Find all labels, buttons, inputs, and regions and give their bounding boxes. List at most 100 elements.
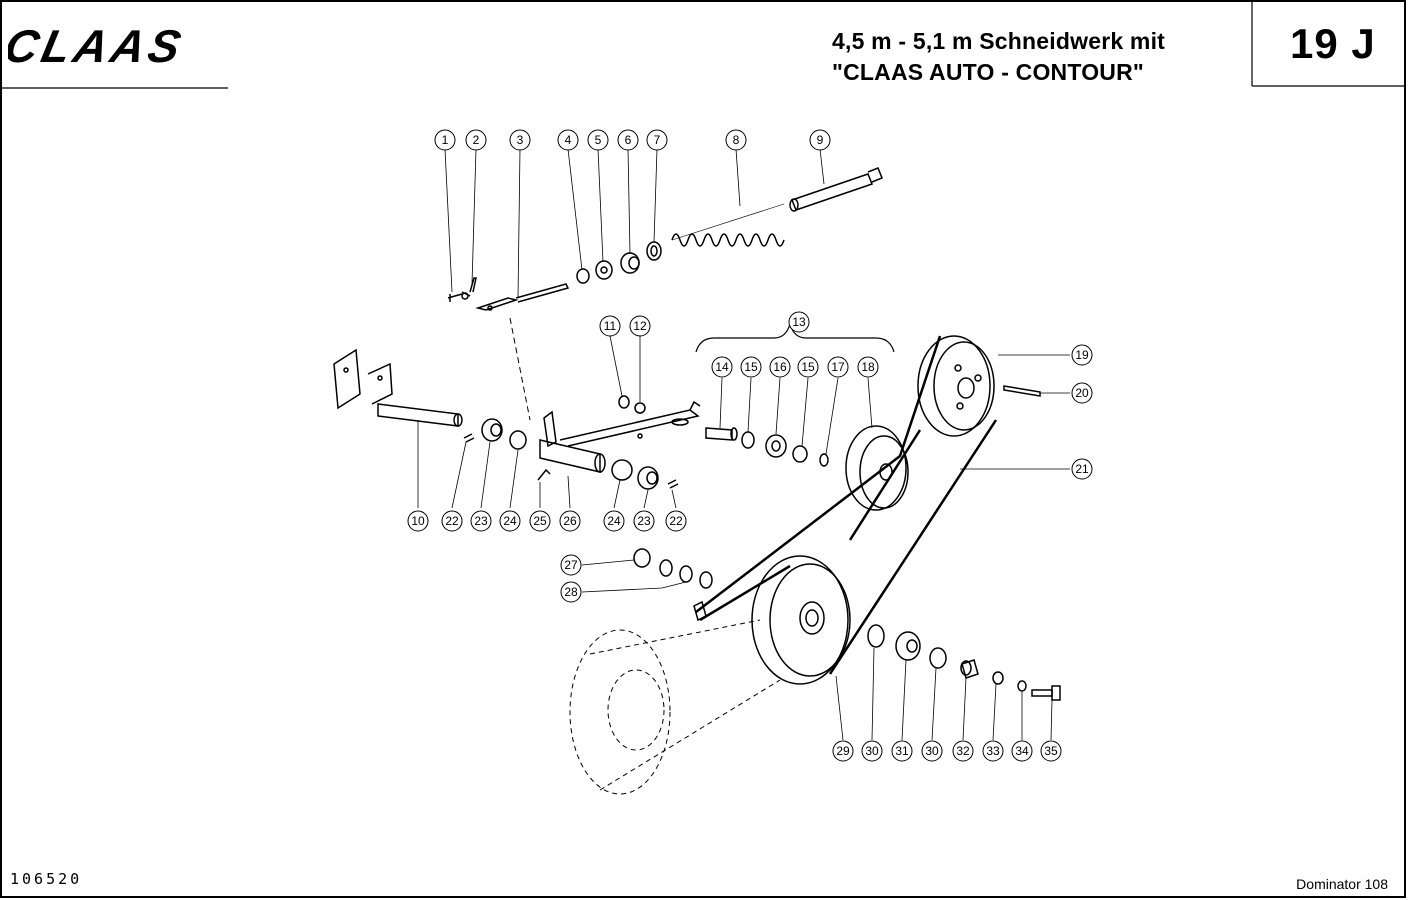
- claas-logo-icon: CLAAS: [0, 20, 189, 71]
- callout-30a: 30: [861, 740, 883, 762]
- svg-text:26: 26: [563, 514, 577, 528]
- shims-28: [659, 559, 713, 589]
- svg-text:1: 1: [442, 133, 449, 147]
- circlip-30a: [867, 624, 885, 648]
- callout-7: 7: [646, 129, 668, 151]
- v-belt-21: [695, 335, 998, 675]
- callout-22a: 22: [441, 510, 463, 532]
- sleeve-32: [960, 659, 979, 679]
- svg-text:17: 17: [831, 360, 845, 374]
- svg-text:30: 30: [865, 744, 879, 758]
- leader-lines: [417, 148, 1070, 741]
- grease-nipple-22a: [463, 433, 475, 443]
- svg-text:15: 15: [801, 360, 815, 374]
- callout-18: 18: [857, 356, 879, 378]
- belt-end: [693, 600, 707, 622]
- nut-11: [618, 395, 630, 409]
- tension-rod-3: [475, 283, 570, 311]
- callout-6: 6: [617, 129, 639, 151]
- callout-29: 29: [832, 740, 854, 762]
- ring-7: [646, 241, 662, 261]
- svg-text:24: 24: [607, 514, 621, 528]
- page-code: 19 J: [1290, 20, 1376, 67]
- svg-text:4: 4: [565, 133, 572, 147]
- callout-13: 13: [788, 311, 810, 333]
- shaft-10: [377, 403, 463, 427]
- claas-logo: CLAAS: [0, 20, 236, 73]
- svg-text:22: 22: [669, 514, 683, 528]
- callout-26: 26: [559, 510, 581, 532]
- svg-text:31: 31: [895, 744, 909, 758]
- svg-text:27: 27: [564, 558, 578, 572]
- callout-33: 33: [982, 740, 1004, 762]
- washer-5: [595, 260, 613, 280]
- tension-arm-26: [539, 400, 701, 473]
- svg-text:30: 30: [925, 744, 939, 758]
- callout-25: 25: [529, 510, 551, 532]
- pin-9: [789, 167, 883, 212]
- callout-16: 16: [769, 356, 791, 378]
- cotter-pin-2: [469, 277, 477, 293]
- spacer-17: [819, 453, 829, 467]
- callout-19: 19: [1071, 344, 1093, 366]
- bearing-23b: [637, 466, 659, 490]
- callout-24b: 24: [603, 510, 625, 532]
- callout-27: 27: [560, 554, 582, 576]
- nut-4: [576, 268, 590, 284]
- callout-21: 21: [1071, 458, 1093, 480]
- washer-12: [634, 402, 646, 414]
- bearing-23a: [481, 418, 503, 442]
- svg-text:12: 12: [633, 319, 647, 333]
- sheet-title: 4,5 m - 5,1 m Schneidwerk mit "CLAAS AUT…: [832, 26, 1165, 88]
- svg-text:28: 28: [564, 585, 578, 599]
- callout-2: 2: [465, 129, 487, 151]
- bearing-16: [765, 434, 787, 458]
- callout-10: 10: [407, 510, 429, 532]
- svg-text:32: 32: [956, 744, 970, 758]
- bushing-27: [633, 548, 651, 568]
- svg-text:11: 11: [604, 319, 617, 333]
- svg-text:9: 9: [817, 133, 824, 147]
- bushing-24a: [509, 430, 527, 450]
- callout-labels: 1 2 3 4 5 6 7 8 9 10 11 12 13 14 15 16 1…: [407, 129, 1093, 762]
- callout-34: 34: [1011, 740, 1033, 762]
- callout-22b: 22: [665, 510, 687, 532]
- model-name: Dominator 108: [1296, 876, 1388, 892]
- callout-3: 3: [509, 129, 531, 151]
- svg-text:13: 13: [792, 315, 806, 329]
- sheet-title-line1: 4,5 m - 5,1 m Schneidwerk mit: [832, 28, 1166, 54]
- callout-4: 4: [557, 129, 579, 151]
- callout-9: 9: [809, 129, 831, 151]
- svg-text:29: 29: [836, 744, 850, 758]
- svg-text:23: 23: [474, 514, 488, 528]
- svg-text:14: 14: [715, 360, 729, 374]
- stud-14: [705, 427, 738, 441]
- callout-28: 28: [560, 581, 582, 603]
- circlip-15b: [792, 445, 808, 463]
- svg-text:23: 23: [637, 514, 651, 528]
- callout-35: 35: [1040, 740, 1062, 762]
- callout-12: 12: [629, 315, 651, 337]
- callout-8: 8: [725, 129, 747, 151]
- bushing-6: [620, 252, 640, 274]
- callout-30b: 30: [921, 740, 943, 762]
- svg-text:35: 35: [1044, 744, 1058, 758]
- bushing-24b: [611, 459, 633, 481]
- svg-text:3: 3: [517, 133, 524, 147]
- callout-32: 32: [952, 740, 974, 762]
- svg-text:24: 24: [503, 514, 517, 528]
- svg-text:33: 33: [986, 744, 1000, 758]
- drive-pulley-19: [917, 335, 995, 437]
- callout-31: 31: [891, 740, 913, 762]
- callout-1: 1: [434, 129, 456, 151]
- svg-text:6: 6: [625, 133, 632, 147]
- spring-8: [671, 203, 785, 247]
- callout-17: 17: [827, 356, 849, 378]
- svg-text:25: 25: [533, 514, 547, 528]
- callout-20: 20: [1071, 382, 1093, 404]
- svg-text:34: 34: [1015, 744, 1029, 758]
- bolt-1: [447, 291, 471, 302]
